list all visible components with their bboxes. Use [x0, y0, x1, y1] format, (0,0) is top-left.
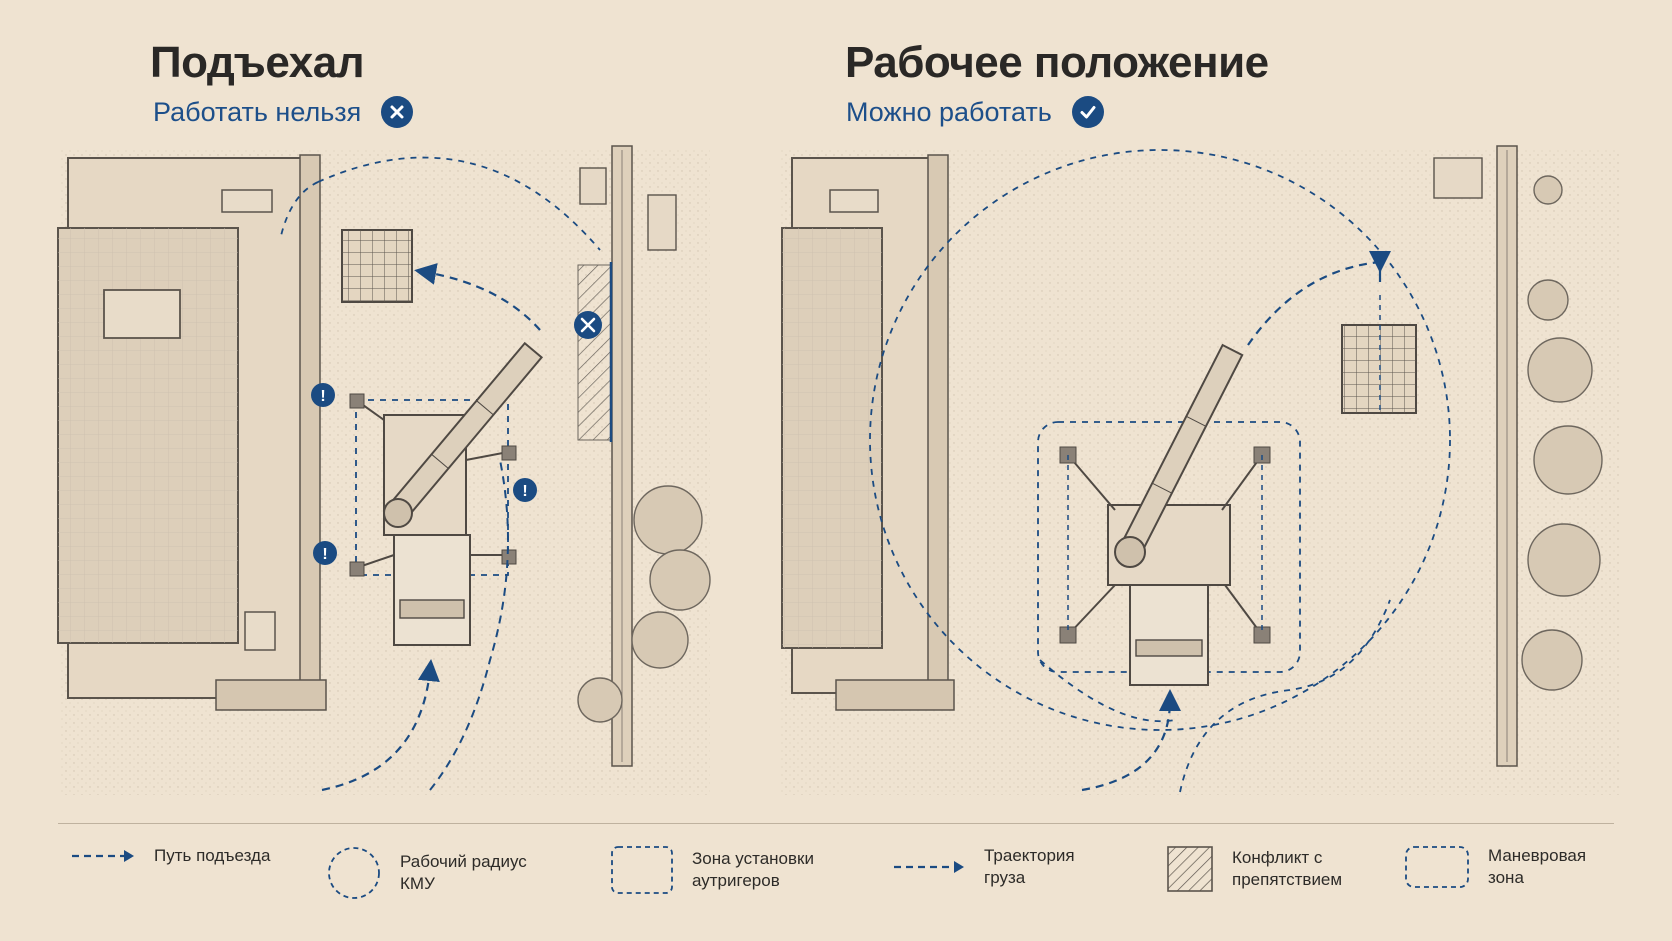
site-plan-scenes: ! ! !: [57, 145, 1620, 795]
legend-load-trajectory-label: Траектория груза: [984, 846, 1075, 887]
right-crane-truck: [1059, 343, 1271, 686]
legend-approach-path-label: Путь подъезда: [154, 846, 271, 865]
svg-text:!: !: [522, 483, 527, 500]
legend-outrigger-zone: Зона установки аутригеров: [610, 845, 814, 895]
warning-icon: !: [313, 541, 337, 565]
left-obstacle-hatch: [577, 264, 613, 441]
right-panel-status: Можно работать: [846, 96, 1104, 128]
right-status-label: Можно работать: [846, 96, 1052, 127]
right-panel-title: Рабочее положение: [845, 38, 1269, 87]
cross-icon: [381, 96, 414, 128]
conflict-cross-icon: [574, 311, 602, 339]
legend-divider: [58, 823, 1614, 824]
svg-text:!: !: [322, 546, 327, 563]
dashed-circle-icon: [328, 847, 380, 899]
legend-maneuver-zone: Маневровая зона: [1404, 845, 1586, 889]
dashed-arrow-icon: [894, 861, 964, 873]
legend-working-radius: Рабочий радиус КМУ: [326, 845, 527, 901]
legend-outrigger-zone-label: Зона установки аутригеров: [692, 849, 814, 890]
legend-obstacle-conflict-label: Конфликт с препятствием: [1232, 848, 1343, 889]
right-building: [781, 154, 955, 711]
legend-working-radius-label: Рабочий радиус КМУ: [400, 852, 527, 893]
left-crane-truck: [349, 341, 544, 646]
hatch-square-icon: [1167, 846, 1213, 892]
legend-approach-path: Путь подъезда: [70, 845, 270, 867]
left-status-label: Работать нельзя: [153, 96, 362, 127]
legend-obstacle-conflict: Конфликт с препятствием: [1166, 845, 1342, 893]
left-building: [57, 154, 327, 711]
warning-icon: !: [513, 478, 537, 502]
right-scene: [780, 145, 1620, 795]
right-trees: [1521, 175, 1603, 691]
left-trees: [577, 485, 711, 723]
dashed-rounded-rect-icon: [1405, 846, 1469, 888]
dashed-arrow-icon: [72, 850, 134, 862]
legend-load-trajectory: Траектория груза: [892, 845, 1075, 889]
left-panel-status: Работать нельзя: [153, 96, 414, 128]
left-scene: ! ! !: [57, 145, 711, 795]
warning-icon: !: [311, 383, 335, 407]
right-working-radius: [869, 149, 1451, 731]
legend-maneuver-zone-label: Маневровая зона: [1488, 846, 1587, 887]
svg-text:!: !: [320, 388, 325, 405]
left-panel-title: Подъехал: [150, 38, 365, 87]
check-icon: [1071, 96, 1104, 128]
dashed-rounded-rect-icon: [611, 846, 673, 894]
